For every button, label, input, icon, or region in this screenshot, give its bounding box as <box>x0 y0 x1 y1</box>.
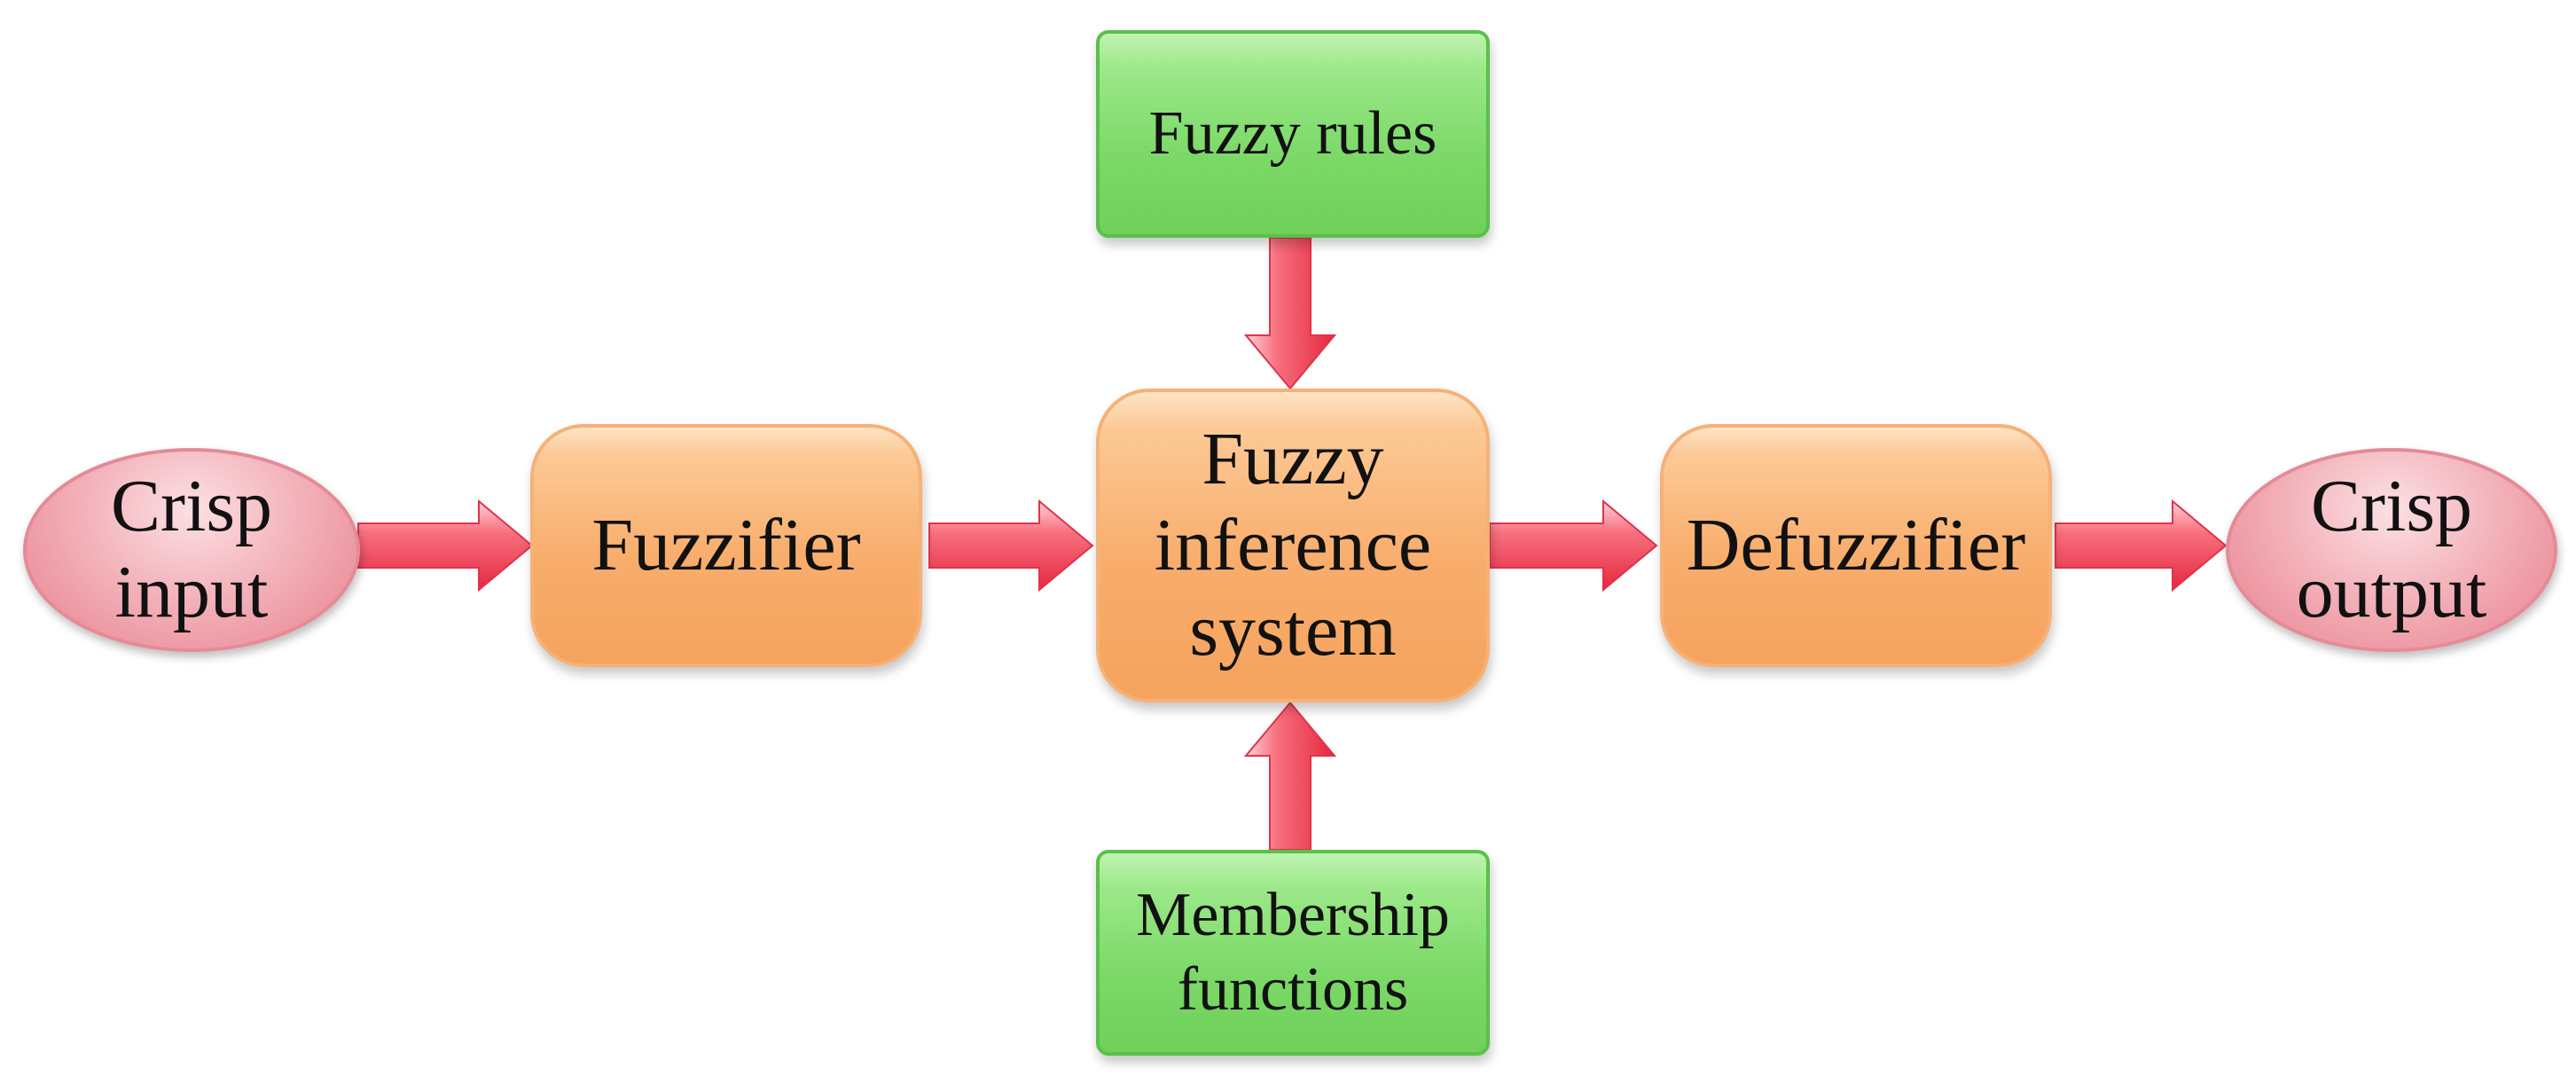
crisp-output-node: Crisp output <box>2226 448 2557 652</box>
fuzzy-rules-node: Fuzzy rules <box>1096 30 1490 238</box>
fuzzifier-node: Fuzzifier <box>530 424 922 667</box>
fuzzy-rules-label: Fuzzy rules <box>1148 99 1437 168</box>
membership-functions-node: Membership functions <box>1096 850 1490 1056</box>
arrow-input-to-fuzzifier <box>357 499 534 593</box>
defuzzifier-node: Defuzzifier <box>1660 424 2052 667</box>
defuzzifier-label: Defuzzifier <box>1686 503 2026 586</box>
inference-system-node: Fuzzy inference system <box>1096 389 1490 703</box>
crisp-output-label: Crisp output <box>2296 465 2487 633</box>
crisp-input-node: Crisp input <box>23 448 360 652</box>
crisp-input-label: Crisp input <box>110 465 273 633</box>
fuzzifier-label: Fuzzifier <box>591 503 861 586</box>
arrow-rules-to-inference <box>1243 237 1337 390</box>
arrow-inference-to-defuzzifier <box>1489 499 1658 593</box>
arrow-membership-to-inference <box>1243 701 1337 851</box>
inference-system-label: Fuzzy inference system <box>1154 418 1432 672</box>
arrow-fuzzifier-to-inference <box>928 499 1094 593</box>
membership-functions-label: Membership functions <box>1136 881 1450 1024</box>
arrow-defuzzifier-to-output <box>2055 499 2228 593</box>
